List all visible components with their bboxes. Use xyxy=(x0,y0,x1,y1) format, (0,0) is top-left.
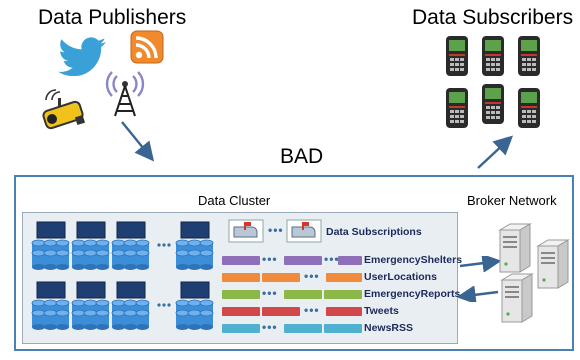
sensor-camera-icon xyxy=(42,89,86,130)
dataset-bar xyxy=(222,324,260,333)
dataset-bar xyxy=(338,256,362,265)
dataset-bar xyxy=(326,273,362,282)
dataset-label: EmergencyReports xyxy=(364,288,461,300)
dataset-ellipsis: ••• xyxy=(304,269,320,283)
dataset-label: EmergencyShelters xyxy=(364,254,463,266)
dataset-bar xyxy=(262,307,300,316)
dataset-row-emergencyshelters: ••• ••• EmergencyShelters xyxy=(222,252,462,268)
dataset-label: Tweets xyxy=(364,305,399,317)
subscription-mailbox-icon xyxy=(228,219,264,243)
dataset-bar xyxy=(222,256,260,265)
broker-network-title: Broker Network xyxy=(467,193,557,208)
data-cluster-title: Data Cluster xyxy=(198,193,271,208)
dataset-bar xyxy=(222,273,260,282)
subscription-mailbox-icon xyxy=(286,219,322,243)
arrow-publishers-to-bad xyxy=(121,121,155,162)
dataset-bar xyxy=(324,290,362,299)
dataset-label: UserLocations xyxy=(364,271,437,283)
dataset-ellipsis: ••• xyxy=(304,303,320,317)
twitter-icon xyxy=(58,37,106,76)
dataset-row-emergencyreports: ••• EmergencyReports xyxy=(222,286,461,302)
subscriber-devices xyxy=(440,34,560,134)
dataset-row-userlocations: ••• UserLocations xyxy=(222,269,458,285)
dataset-bar xyxy=(284,290,322,299)
dataset-ellipsis: ••• xyxy=(262,286,278,300)
cell-tower-icon xyxy=(105,71,145,117)
dataset-row-tweets: ••• Tweets xyxy=(222,303,458,319)
dataset-row-newsrss: ••• NewsRSS xyxy=(222,320,458,336)
dataset-bar xyxy=(222,290,260,299)
data-subscriptions-label: Data Subscriptions xyxy=(326,226,422,238)
subscribers-title: Data Subscribers xyxy=(412,6,574,29)
dataset-label: NewsRSS xyxy=(364,322,414,334)
rss-icon xyxy=(130,30,164,64)
dataset-bar xyxy=(284,256,322,265)
dataset-bar xyxy=(262,273,300,282)
storage-nodes xyxy=(30,218,220,338)
arrow-bad-to-subscribers xyxy=(477,135,514,169)
dataset-bar xyxy=(326,307,362,316)
subscriptions-ellipsis: ••• xyxy=(268,223,284,237)
publishers-title: Data Publishers xyxy=(38,6,187,29)
bad-label: BAD xyxy=(280,145,324,168)
arrow-broker-to-cluster xyxy=(458,286,499,302)
broker-servers xyxy=(499,223,569,323)
dataset-ellipsis: ••• xyxy=(262,320,278,334)
dataset-bar xyxy=(284,324,322,333)
dataset-bar xyxy=(324,324,362,333)
dataset-ellipsis: ••• xyxy=(262,252,278,266)
dataset-bar xyxy=(222,307,260,316)
dataset-ellipsis: ••• xyxy=(324,252,340,266)
arrow-cluster-to-broker xyxy=(459,256,500,272)
